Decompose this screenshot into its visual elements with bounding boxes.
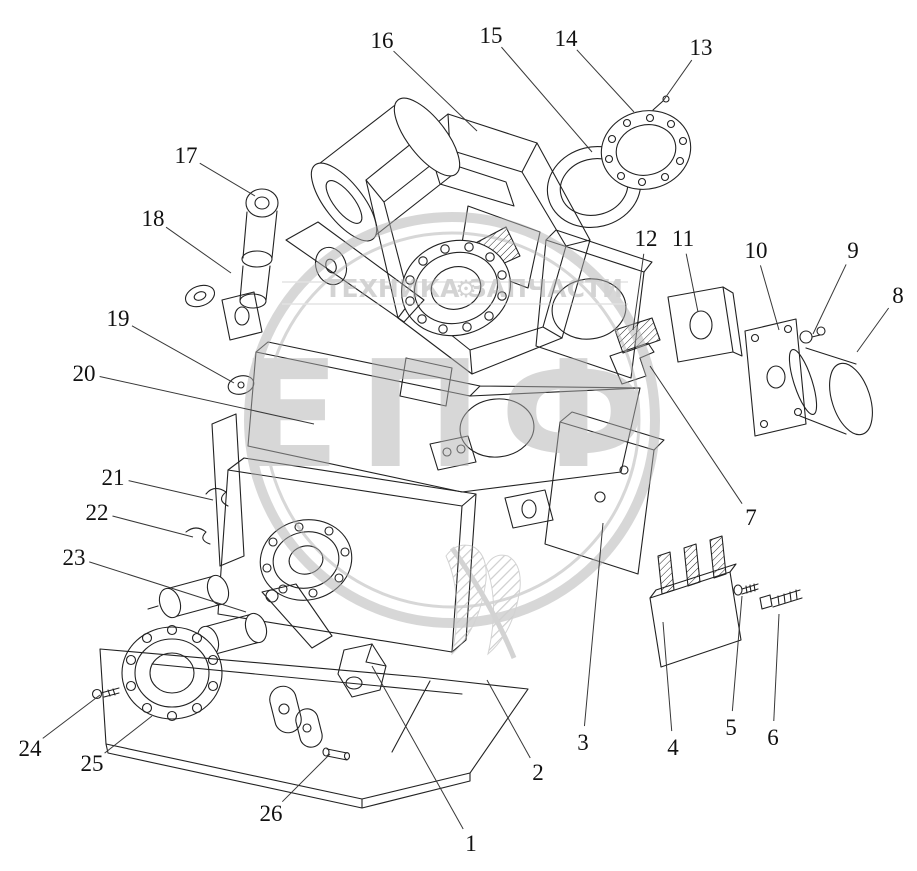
part-callout-8: 8 bbox=[892, 283, 904, 308]
part-callout-17: 17 bbox=[175, 143, 198, 168]
part-callout-22: 22 bbox=[86, 500, 109, 525]
leader-line-25 bbox=[104, 715, 153, 754]
leader-line-16 bbox=[393, 50, 478, 132]
leader-line-13 bbox=[662, 59, 693, 102]
part-callout-11: 11 bbox=[672, 226, 694, 251]
ring-and-flange bbox=[546, 95, 692, 228]
leader-line-2 bbox=[486, 679, 531, 759]
leader-line-19 bbox=[131, 325, 235, 384]
pin-and-bracket-parts bbox=[184, 188, 279, 395]
watermark-gear-icon: ⚙ bbox=[455, 275, 477, 303]
bottom-flange bbox=[121, 624, 223, 722]
part-callout-26: 26 bbox=[260, 801, 283, 826]
leader-line-24 bbox=[42, 694, 101, 739]
part-callout-16: 16 bbox=[371, 28, 394, 53]
watermark-outer-circle bbox=[244, 212, 660, 628]
part-callout-1: 1 bbox=[465, 831, 477, 856]
leader-line-4 bbox=[662, 621, 673, 732]
leader-line-21 bbox=[128, 480, 214, 501]
leader-line-14 bbox=[576, 49, 635, 113]
upper-cylinder bbox=[310, 97, 461, 242]
leader-line-9 bbox=[812, 264, 847, 335]
leader-line-18 bbox=[165, 226, 232, 274]
support-block bbox=[667, 286, 743, 363]
part-callout-20: 20 bbox=[73, 361, 96, 386]
leader-line-12 bbox=[632, 253, 645, 331]
part-callout-24: 24 bbox=[19, 736, 43, 761]
watermark-inner-circle bbox=[263, 231, 641, 609]
part-callout-18: 18 bbox=[142, 206, 165, 231]
leader-line-11 bbox=[685, 253, 699, 313]
toothed-block bbox=[649, 535, 803, 668]
rollers bbox=[147, 574, 333, 657]
leader-line-17 bbox=[199, 162, 256, 197]
leader-line-5 bbox=[731, 595, 743, 712]
part-callout-10: 10 bbox=[745, 238, 768, 263]
part-callout-9: 9 bbox=[847, 238, 859, 263]
leader-line-8 bbox=[856, 307, 890, 353]
part-callout-6: 6 bbox=[767, 725, 779, 750]
part-callout-25: 25 bbox=[81, 751, 104, 776]
base-plate bbox=[91, 643, 529, 809]
upper-bearing-flange bbox=[401, 226, 521, 337]
part-callout-19: 19 bbox=[107, 306, 130, 331]
watermark-sheaf bbox=[445, 544, 521, 659]
cylinder-assembly bbox=[744, 318, 873, 437]
leader-line-6 bbox=[773, 613, 780, 722]
leader-line-7 bbox=[649, 365, 743, 504]
part-callout-3: 3 bbox=[577, 730, 589, 755]
part-callout-14: 14 bbox=[555, 26, 579, 51]
side-plate bbox=[544, 411, 665, 575]
leader-line-23 bbox=[89, 561, 247, 613]
watermark-letters: ЕПФ bbox=[239, 329, 665, 501]
watermark-text-left: ТЕХНИКА bbox=[324, 274, 460, 303]
leader-line-10 bbox=[759, 265, 780, 331]
leader-line-15 bbox=[501, 46, 593, 153]
part-callout-15: 15 bbox=[480, 23, 503, 48]
part-callout-13: 13 bbox=[690, 35, 713, 60]
watermark: ЕПФ ТЕХНИКА ⚙ ЗАПЧАСТИ bbox=[239, 212, 665, 659]
leader-line-1 bbox=[371, 665, 464, 830]
part-callout-12: 12 bbox=[635, 226, 658, 251]
part-callout-5: 5 bbox=[725, 715, 737, 740]
leader-line-20 bbox=[99, 375, 315, 425]
watermark-band bbox=[282, 281, 628, 305]
part-callout-21: 21 bbox=[102, 465, 125, 490]
part-callout-2: 2 bbox=[532, 760, 544, 785]
watermark-text-right: ЗАПЧАСТИ bbox=[469, 274, 623, 303]
leader-line-3 bbox=[583, 522, 604, 727]
leader-line-22 bbox=[112, 515, 194, 538]
part-callout-7: 7 bbox=[745, 505, 757, 530]
part-callout-23: 23 bbox=[63, 545, 86, 570]
part-callout-4: 4 bbox=[667, 735, 679, 760]
leader-line-26 bbox=[281, 753, 331, 803]
